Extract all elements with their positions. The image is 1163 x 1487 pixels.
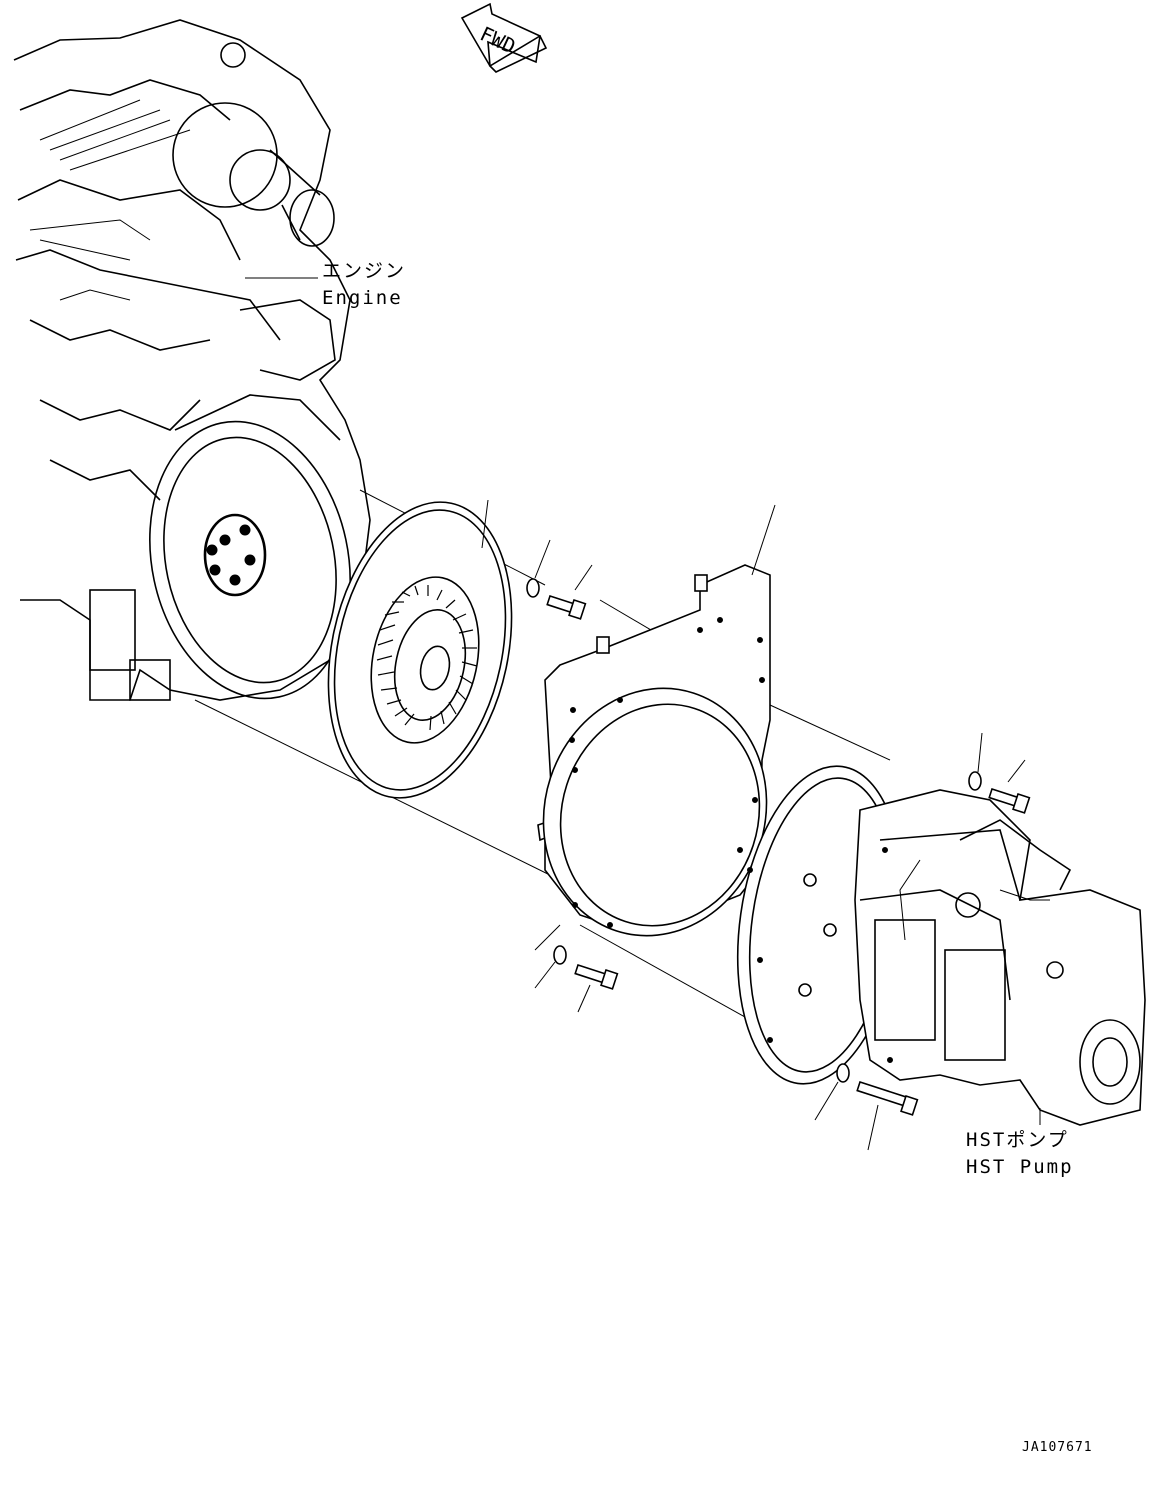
washer-bolt-lower-right: [814, 1063, 919, 1151]
plate-leader-line: [751, 504, 776, 576]
pump-label-en: HST Pump: [966, 1156, 1074, 1178]
adapter-plate: [537, 564, 771, 937]
hst-pump-drawing: [736, 765, 1146, 1126]
disc-leader-line: [481, 499, 489, 549]
engine-drawing: [13, 19, 371, 701]
pump-label-jp: HSTポンプ: [966, 1129, 1069, 1151]
drawing-code: JA107671: [1022, 1440, 1093, 1455]
washer-bolt-lower-left: [534, 945, 619, 1013]
washer-bolt-upper-right: [968, 732, 1031, 814]
washer-bolt-upper: [526, 539, 593, 620]
engine-label-jp: エンジン: [322, 260, 407, 282]
engine-label-en: Engine: [322, 287, 403, 309]
coupling-disc: [327, 501, 513, 799]
fwd-arrow-icon: FWD: [460, 2, 548, 73]
